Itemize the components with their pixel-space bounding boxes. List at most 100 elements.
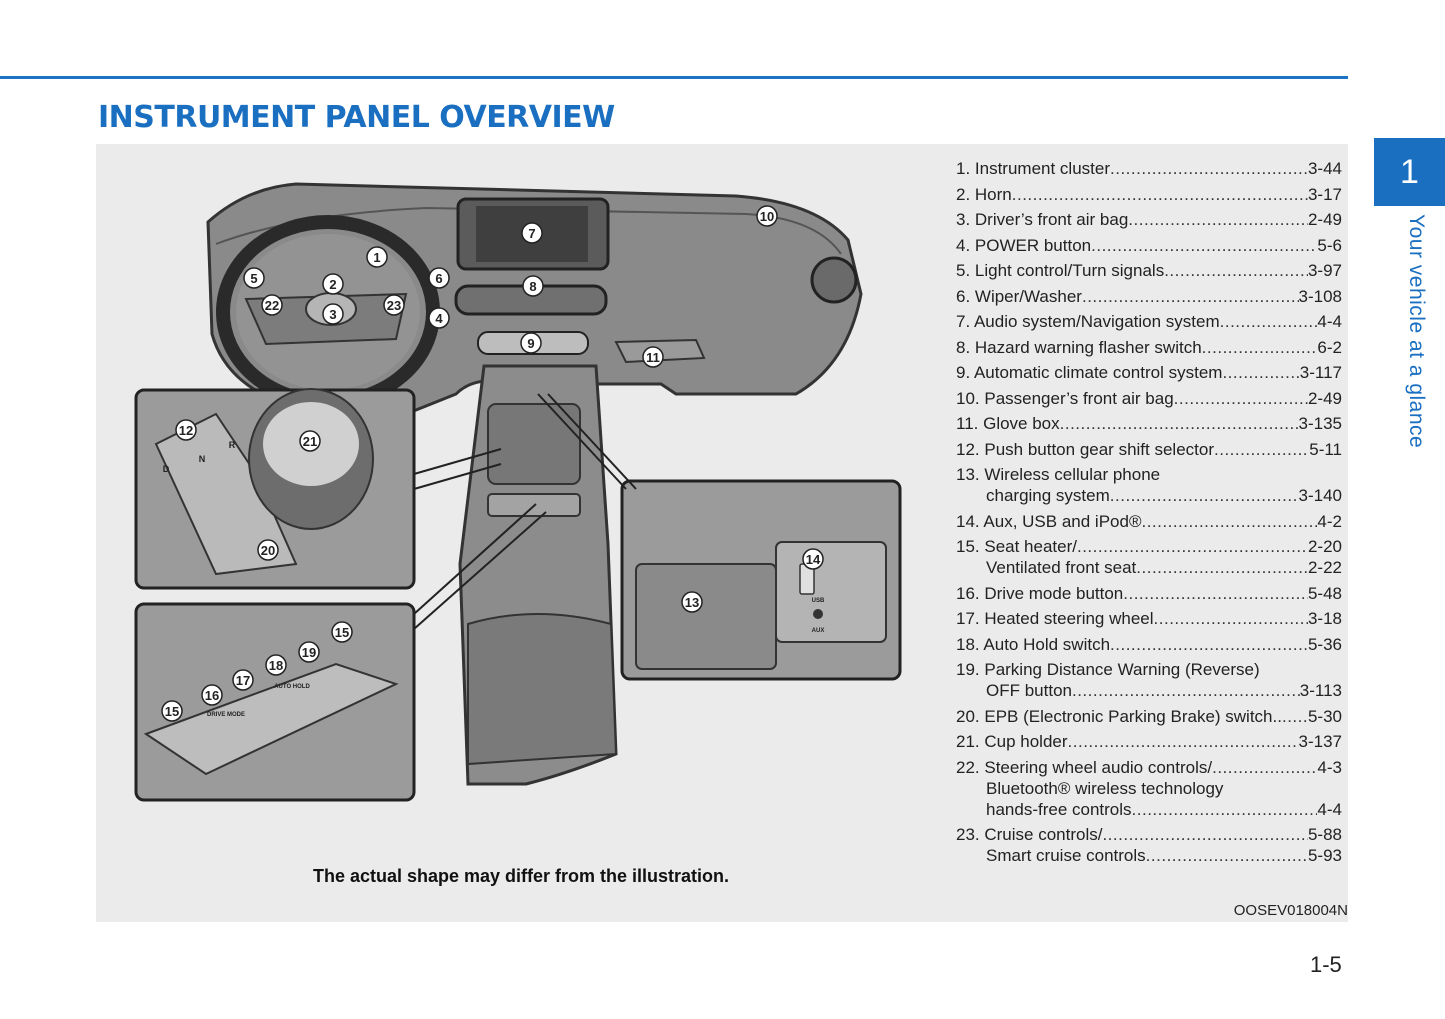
legend-item: 3. Driver’s front air bag 2-49 — [956, 209, 1342, 230]
legend-label: 16. Drive mode button — [956, 583, 1124, 603]
svg-text:23: 23 — [387, 298, 401, 313]
legend-line: 23. Cruise controls/5-88 — [956, 824, 1342, 845]
callout-15a: 15 — [331, 621, 353, 643]
leader-dots — [1136, 557, 1308, 578]
legend-page-ref[interactable]: 5-36 — [1307, 634, 1342, 654]
legend-page-ref[interactable]: 3-44 — [1307, 159, 1342, 178]
legend-page-ref[interactable]: 3-135 — [1298, 414, 1342, 433]
leader-dots — [1164, 260, 1308, 281]
legend-label: Bluetooth® wireless technology — [986, 778, 1224, 798]
legend-line: 20. EPB (Electronic Parking Brake) switc… — [956, 706, 1342, 727]
legend-label: 17. Heated steering wheel — [956, 609, 1154, 628]
legend-page-ref[interactable]: 3-97 — [1307, 261, 1342, 280]
legend-page-ref[interactable]: 4-4 — [1317, 799, 1342, 819]
legend-page-ref[interactable]: 3-18 — [1307, 609, 1342, 628]
callout-13: 13 — [681, 591, 703, 613]
legend-line: 6. Wiper/Washer3-108 — [956, 286, 1342, 307]
legend-label: 11. Glove box — [956, 414, 1060, 433]
gear-label-r: R — [229, 440, 236, 450]
legend-line: 17. Heated steering wheel 3-18 — [956, 608, 1342, 629]
chapter-title: Your vehicle at a glance — [1405, 214, 1428, 449]
legend-page-ref[interactable]: 5-30 — [1307, 706, 1342, 726]
callout-4: 4 — [428, 307, 450, 329]
usb-label: USB — [812, 598, 825, 604]
svg-text:15: 15 — [335, 625, 349, 640]
legend-item: 17. Heated steering wheel 3-18 — [956, 608, 1342, 629]
legend-label: charging system — [986, 486, 1110, 505]
legend-page-ref[interactable]: 3-137 — [1298, 732, 1342, 751]
legend-page-ref[interactable]: 3-117 — [1299, 363, 1342, 382]
leader-dots — [1077, 536, 1308, 557]
leader-dots — [1072, 680, 1300, 701]
gear-label-n: N — [199, 454, 206, 464]
legend-page-ref[interactable]: 4-3 — [1317, 757, 1342, 777]
svg-text:11: 11 — [646, 350, 660, 365]
legend-page-ref[interactable]: 2-49 — [1307, 210, 1342, 229]
legend-label: 2. Horn — [956, 184, 1012, 204]
legend-page-ref[interactable]: 3-108 — [1298, 286, 1342, 306]
legend-label: Ventilated front seat — [986, 558, 1137, 577]
legend-line: 16. Drive mode button 5-48 — [956, 583, 1342, 604]
leader-dots — [1082, 286, 1299, 307]
legend-page-ref[interactable]: 2-20 — [1307, 537, 1342, 556]
leader-dots — [1146, 845, 1308, 866]
legend-line: charging system 3-140 — [956, 485, 1342, 506]
legend-line: 21. Cup holder3-137 — [956, 731, 1342, 752]
svg-text:21: 21 — [303, 434, 317, 449]
legend-page-ref[interactable]: 3-113 — [1299, 681, 1342, 700]
svg-text:18: 18 — [269, 658, 283, 673]
leader-dots — [1123, 583, 1308, 604]
leader-dots — [1091, 235, 1317, 256]
legend-page-ref[interactable]: 4-4 — [1317, 312, 1342, 331]
svg-text:8: 8 — [529, 279, 536, 294]
legend-item: 7. Audio system/Navigation system4-4 — [956, 311, 1342, 332]
callout-9: 9 — [520, 332, 542, 354]
legend-page-ref[interactable]: 2-22 — [1307, 558, 1342, 577]
callout-14: 14 — [802, 548, 824, 570]
legend-line: 19. Parking Distance Warning (Reverse) — [956, 659, 1342, 680]
legend-page-ref[interactable]: 5-6 — [1317, 235, 1342, 255]
leader-dots — [1154, 608, 1308, 629]
legend-item: 11. Glove box 3-135 — [956, 413, 1342, 434]
figure-code: OOSEV018004N — [1233, 902, 1348, 919]
chapter-number: 1 — [1400, 152, 1419, 191]
leader-dots — [1060, 413, 1299, 434]
legend-line: 10. Passenger’s front air bag2-49 — [956, 388, 1342, 409]
svg-text:16: 16 — [205, 688, 219, 703]
callout-11: 11 — [642, 346, 664, 368]
chapter-tab[interactable]: 1 — [1374, 138, 1445, 206]
legend-page-ref[interactable]: 5-88 — [1307, 825, 1342, 844]
legend-page-ref[interactable]: 2-49 — [1307, 388, 1342, 408]
legend-item: 12. Push button gear shift selector5-11 — [956, 439, 1342, 460]
legend-page-ref[interactable]: 6-2 — [1317, 337, 1342, 357]
legend-label: 3. Driver’s front air bag — [956, 210, 1129, 229]
legend-item: 9. Automatic climate control system 3-117 — [956, 362, 1342, 383]
callout-12: 12 — [175, 419, 197, 441]
leader-dots — [1132, 799, 1318, 820]
leader-dots — [1068, 731, 1299, 752]
legend-line: 9. Automatic climate control system 3-117 — [956, 362, 1342, 383]
gear-label-d: D — [163, 464, 170, 474]
legend-page-ref[interactable]: 3-140 — [1298, 486, 1342, 505]
legend-page-ref[interactable]: 5-48 — [1307, 583, 1342, 603]
legend-page-ref[interactable]: 4-2 — [1317, 511, 1342, 531]
svg-text:7: 7 — [528, 226, 535, 241]
legend-page-ref[interactable]: 5-11 — [1309, 439, 1342, 459]
instrument-panel-illustration: D N P R DRIVE MODE AUTO HOLD USB AUX 1 2… — [134, 182, 902, 802]
svg-text:10: 10 — [760, 209, 774, 224]
legend-page-ref[interactable]: 3-17 — [1307, 184, 1342, 204]
leader-dots — [1110, 485, 1299, 506]
legend-label: 1. Instrument cluster — [956, 159, 1111, 178]
svg-text:19: 19 — [302, 645, 316, 660]
legend-label: hands-free controls — [986, 799, 1132, 819]
legend-item: 21. Cup holder3-137 — [956, 731, 1342, 752]
legend-line: OFF button3-113 — [956, 680, 1342, 701]
legend-label: 9. Automatic climate control system — [956, 363, 1223, 382]
legend-label: 8. Hazard warning flasher switch — [956, 337, 1202, 357]
svg-text:13: 13 — [685, 595, 699, 610]
legend-item: 6. Wiper/Washer3-108 — [956, 286, 1342, 307]
legend-page-ref[interactable]: 5-93 — [1307, 846, 1342, 865]
leader-dots — [1282, 706, 1308, 727]
svg-text:5: 5 — [250, 271, 257, 286]
